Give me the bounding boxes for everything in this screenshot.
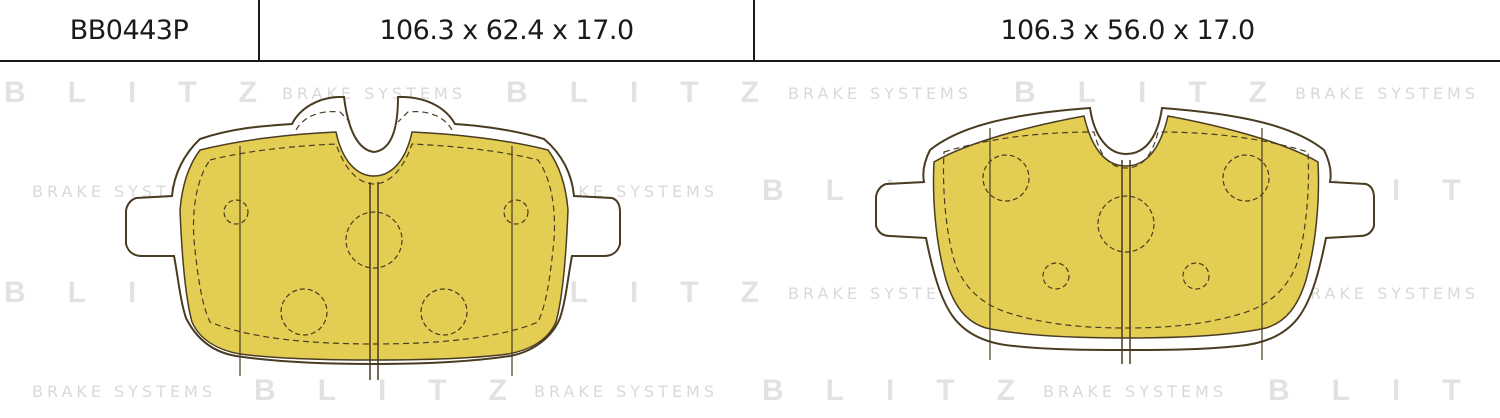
right-friction-material [932,115,1320,339]
spec-header: BB0443P 106.3 x 62.4 x 17.0 106.3 x 56.0… [0,0,1500,62]
left-wear-outline [192,143,556,345]
left-pin-circle [503,199,529,225]
left-pin-circle [420,288,468,336]
right-pin-circle [982,154,1030,202]
left-pin-circle [345,211,403,269]
right-brake-pad [875,106,1375,364]
right-pin-circle [1182,262,1210,290]
left-pad-dimensions: 106.3 x 62.4 x 17.0 [260,0,755,60]
right-pad-dimensions: 106.3 x 56.0 x 17.0 [1000,14,1255,46]
left-pin-circle [223,199,249,225]
left-friction-material [179,131,569,361]
right-wear-outline [942,131,1310,329]
right-pin-circle [1042,262,1070,290]
right-pin-circle [1222,154,1270,202]
part-number: BB0443P [0,0,260,60]
left-clip-outline [295,111,453,131]
left-pin-circle [280,288,328,336]
left-brake-pad [125,96,621,380]
right-pin-circle [1097,195,1155,253]
